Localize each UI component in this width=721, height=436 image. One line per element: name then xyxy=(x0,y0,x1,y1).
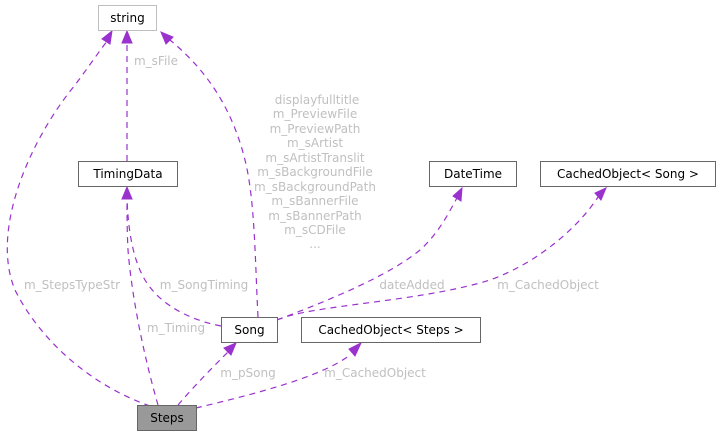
edge-steps-to-timingdata xyxy=(126,197,159,406)
edge-label-m-cachedobject-steps: m_CachedObject xyxy=(324,366,426,380)
edge-steps-to-song xyxy=(177,351,229,406)
node-label: Steps xyxy=(150,411,184,425)
edge-steps-to-string xyxy=(6,39,151,407)
node-steps: Steps xyxy=(137,405,197,431)
arrowhead-steps-to-string xyxy=(101,29,113,45)
edge-label-m-cachedobject-song: m_CachedObject xyxy=(497,278,599,292)
node-label: DateTime xyxy=(444,167,502,181)
member-label: m_sBannerPath xyxy=(268,209,361,223)
member-label: m_PreviewFile xyxy=(273,107,357,121)
member-label: m_sArtist xyxy=(287,136,343,150)
node-cachedobject-steps[interactable]: CachedObject< Steps > xyxy=(301,317,481,343)
edge-steps-to-cached-steps xyxy=(195,354,351,409)
edge-song-to-cached-song xyxy=(276,196,599,321)
edge-label-m-timing: m_Timing xyxy=(147,321,205,335)
edge-label-m-sfile: m_sFile xyxy=(134,54,178,68)
node-label: TimingData xyxy=(92,167,162,181)
member-label: m_sArtistTranslit xyxy=(265,151,364,165)
member-label: m_sCDFile xyxy=(284,223,346,237)
node-timingdata[interactable]: TimingData xyxy=(78,161,178,187)
edge-song-to-timingdata xyxy=(126,197,222,327)
arrowhead-steps-to-cached-steps xyxy=(348,341,363,357)
node-label: CachedObject< Steps > xyxy=(318,323,463,337)
node-datetime[interactable]: DateTime xyxy=(429,161,517,187)
edge-song-to-datetime xyxy=(276,197,458,321)
arrowhead-steps-to-song xyxy=(223,342,237,356)
edge-label-m-songtiming: m_SongTiming xyxy=(160,278,248,292)
arrowhead-song-to-datetime xyxy=(452,186,463,202)
node-song[interactable]: Song xyxy=(221,317,278,343)
edge-label-dateadded: dateAdded xyxy=(379,278,444,292)
member-label: m_sBackgroundPath xyxy=(254,180,376,194)
member-label: m_sBackgroundFile xyxy=(257,165,373,179)
edge-label-song-string-members: displayfulltitle m_PreviewFile m_Preview… xyxy=(254,93,376,251)
edge-song-to-string xyxy=(169,39,259,318)
node-cachedobject-song[interactable]: CachedObject< Song > xyxy=(540,161,716,187)
arrowhead-timingdata-to-string xyxy=(121,29,133,44)
node-label: Song xyxy=(234,323,264,337)
edge-label-m-psong: m_pSong xyxy=(220,366,276,380)
member-label: displayfulltitle xyxy=(275,93,360,107)
node-label: CachedObject< Song > xyxy=(557,167,699,181)
arrowhead-song-to-cached-song xyxy=(594,187,607,201)
member-label: m_sBannerFile xyxy=(271,194,358,208)
node-string[interactable]: string xyxy=(98,5,157,31)
node-label: string xyxy=(110,11,144,25)
edge-label-m-stepstypestr: m_StepsTypeStr xyxy=(24,278,120,292)
arrowhead-song-to-string xyxy=(160,31,174,45)
arrowhead-song-to-timingdata xyxy=(121,185,133,200)
member-label: m_PreviewPath xyxy=(270,122,361,136)
member-label: ... xyxy=(309,237,320,251)
